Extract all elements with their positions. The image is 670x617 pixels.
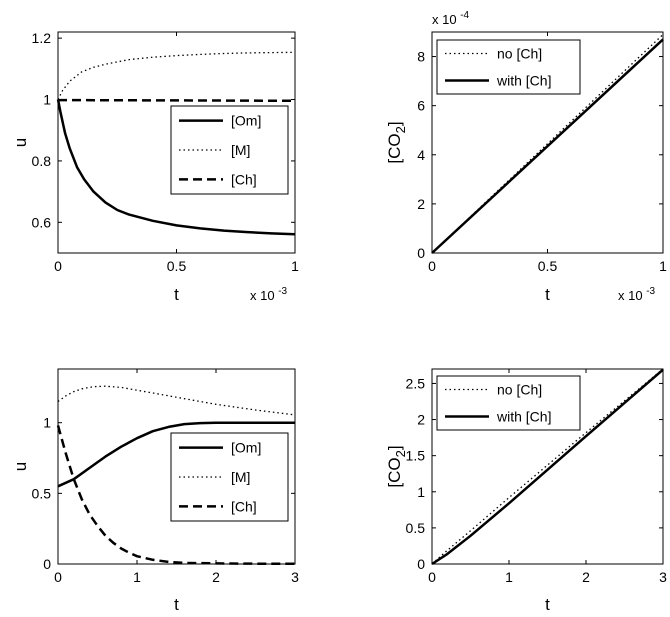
y-axis-label-sub: 2 bbox=[393, 126, 408, 133]
x-tick-label: 0 bbox=[428, 258, 436, 274]
series-line-1 bbox=[431, 34, 664, 254]
x-axis-multiplier-base: x 10 bbox=[618, 288, 646, 303]
y-tick-label: 1 bbox=[43, 92, 51, 108]
y-tick-label: 1 bbox=[417, 484, 425, 500]
y-tick-label: 2 bbox=[417, 412, 425, 428]
series-line-3 bbox=[56, 425, 295, 565]
x-axis-label: t bbox=[545, 595, 550, 614]
y-tick-label: 4 bbox=[417, 147, 425, 163]
x-tick-label: 1 bbox=[291, 258, 299, 274]
y-axis-label-main: [CO bbox=[385, 457, 404, 487]
x-axis-multiplier-base: x 10 bbox=[250, 288, 278, 303]
x-tick-label: 1 bbox=[505, 569, 513, 585]
x-axis-label: t bbox=[545, 285, 550, 304]
y-tick-label: 0.5 bbox=[32, 485, 52, 501]
y-tick-label: 0 bbox=[417, 556, 425, 572]
legend-box bbox=[436, 375, 581, 431]
x-tick-label: 0 bbox=[54, 569, 62, 585]
y-tick-label: 1.2 bbox=[32, 30, 52, 46]
y-tick-label: 0.8 bbox=[32, 153, 52, 169]
legend-label: with [Ch] bbox=[496, 73, 551, 89]
legend-label: [Om] bbox=[231, 113, 261, 129]
legend-label: [M] bbox=[231, 142, 250, 158]
y-axis-multiplier-base: x 10 bbox=[432, 12, 460, 27]
x-tick-label: 0.5 bbox=[167, 258, 187, 274]
chart-panel-1: 0 0.5 1 0.6 0.8 1 1.2 t u x 10 -3 [Om] [M] [Ch] bbox=[11, 30, 299, 304]
y-axis-label: u bbox=[11, 462, 30, 471]
x-axis-multiplier: x 10 -3 bbox=[250, 286, 288, 303]
x-axis-label: t bbox=[174, 285, 179, 304]
series-line-2 bbox=[431, 368, 664, 566]
legend-label: [Om] bbox=[231, 440, 261, 456]
y-tick-label: 1 bbox=[43, 415, 51, 431]
y-tick-label: 8 bbox=[417, 49, 425, 65]
legend-label: no [Ch] bbox=[497, 46, 542, 62]
y-axis-label: u bbox=[11, 138, 30, 147]
legend-label: no [Ch] bbox=[497, 382, 542, 398]
y-tick-label: 1.5 bbox=[406, 448, 426, 464]
x-tick-label: 0 bbox=[428, 569, 436, 585]
y-tick-label: 0.5 bbox=[406, 520, 426, 536]
y-axis-label: [CO2] bbox=[385, 445, 408, 487]
legend-label: [Ch] bbox=[231, 171, 257, 187]
x-tick-label: 2 bbox=[212, 569, 220, 585]
y-axis-label-end: ] bbox=[385, 445, 404, 450]
x-tick-label: 1 bbox=[659, 258, 667, 274]
series-line-1 bbox=[56, 99, 296, 236]
series-line-2 bbox=[57, 385, 296, 416]
x-tick-label: 3 bbox=[291, 569, 299, 585]
x-tick-label: 0 bbox=[54, 258, 62, 274]
chart-panel-3: 0 1 2 3 0 0.5 1 t u [Om] [M] [Ch] bbox=[11, 368, 299, 614]
series-line-1 bbox=[57, 421, 295, 488]
legend-label: with [Ch] bbox=[496, 409, 551, 425]
x-tick-label: 2 bbox=[582, 569, 590, 585]
legend-label: [Ch] bbox=[231, 498, 257, 514]
y-axis-label-end: ] bbox=[385, 121, 404, 126]
y-axis-multiplier-exp: -4 bbox=[460, 10, 469, 21]
x-axis-label: t bbox=[174, 595, 179, 614]
series-line-2 bbox=[57, 51, 296, 100]
y-tick-label: 0.6 bbox=[32, 214, 52, 230]
y-axis-label-main: [CO bbox=[385, 133, 404, 163]
x-tick-label: 3 bbox=[659, 569, 667, 585]
legend-label: [M] bbox=[231, 469, 250, 485]
legend-box bbox=[436, 39, 581, 95]
series-line-2 bbox=[431, 38, 664, 254]
x-tick-label: 1 bbox=[133, 569, 141, 585]
x-axis-multiplier-exp: -3 bbox=[646, 286, 655, 297]
x-axis-multiplier-exp: -3 bbox=[278, 286, 287, 297]
y-axis-multiplier: x 10 -4 bbox=[432, 10, 470, 27]
y-axis-label: [CO2] bbox=[385, 121, 408, 163]
axes-frame bbox=[57, 368, 296, 565]
axes-frame bbox=[431, 368, 664, 565]
y-tick-label: 2 bbox=[417, 196, 425, 212]
y-tick-label: 6 bbox=[417, 98, 425, 114]
y-tick-label: 0 bbox=[417, 245, 425, 261]
x-tick-label: 0.5 bbox=[538, 258, 558, 274]
y-axis-label-sub: 2 bbox=[393, 450, 408, 457]
y-tick-label: 2.5 bbox=[406, 375, 426, 391]
y-tick-label: 0 bbox=[43, 556, 51, 572]
x-axis-multiplier: x 10 -3 bbox=[618, 286, 656, 303]
series-line-3 bbox=[57, 98, 296, 103]
